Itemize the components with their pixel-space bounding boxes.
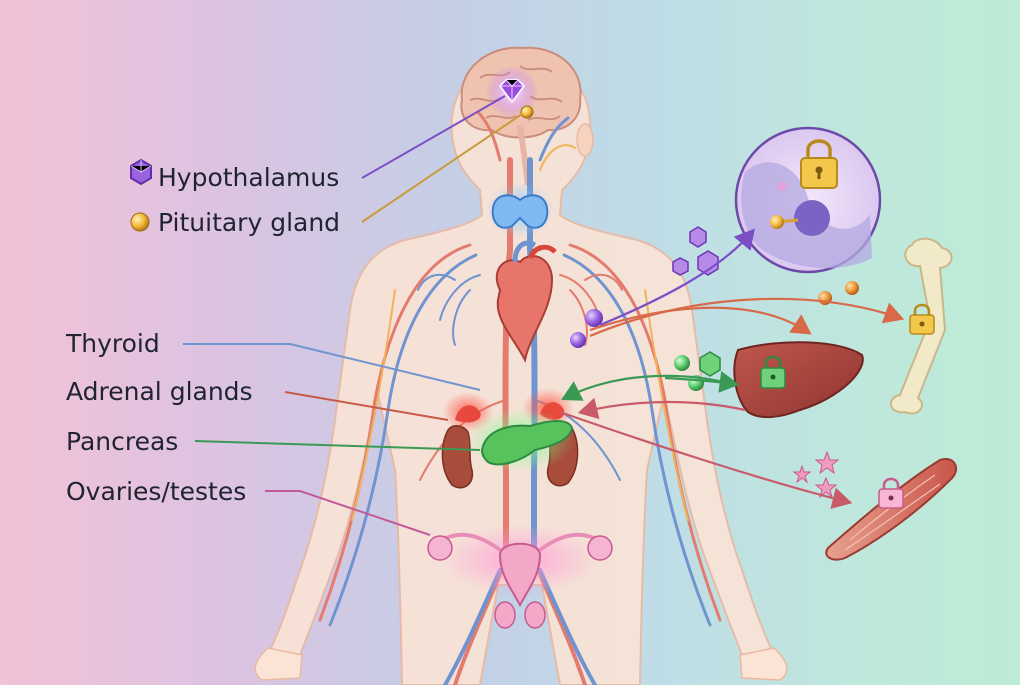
label-hypothalamus: Hypothalamus [158,163,340,192]
reproductive-organs [427,524,613,629]
purple-hexagon-icon [130,158,152,186]
leader-thyroid [183,343,481,391]
pituitary-gland-dot [520,105,534,119]
gold-dot-icon [130,212,150,232]
leader-pancreas [194,440,481,451]
label-pituitary-gland: Pituitary gland [158,208,341,237]
leader-adrenal [284,391,449,421]
padlock-icon [800,139,838,189]
pancreas [465,408,575,472]
liver [733,341,864,418]
target-cell-inset [734,126,882,274]
muscle-padlock-icon [878,477,904,509]
hypothalamus-gem [486,66,538,118]
liver-padlock-icon [760,355,786,389]
leader-gonads [265,490,431,536]
bone [890,237,953,415]
label-adrenal-glands: Adrenal glands [66,377,253,406]
label-pancreas: Pancreas [66,427,179,456]
bone-padlock-icon [909,303,935,335]
hormone-stars-pink [792,450,840,499]
label-ovaries-testes: Ovaries/testes [66,477,247,506]
heart [495,240,557,364]
hormone-hexagons-purple [672,226,719,276]
leader-pituitary [361,113,523,223]
leader-hypothalamus [361,95,506,179]
label-thyroid: Thyroid [66,329,160,358]
adrenal-glands [442,388,574,432]
muscle [825,458,958,561]
leader-lines [183,95,523,536]
hormone-arrows [559,228,905,509]
thyroid-gland [486,182,554,238]
hormone-purple-balls [570,309,603,348]
